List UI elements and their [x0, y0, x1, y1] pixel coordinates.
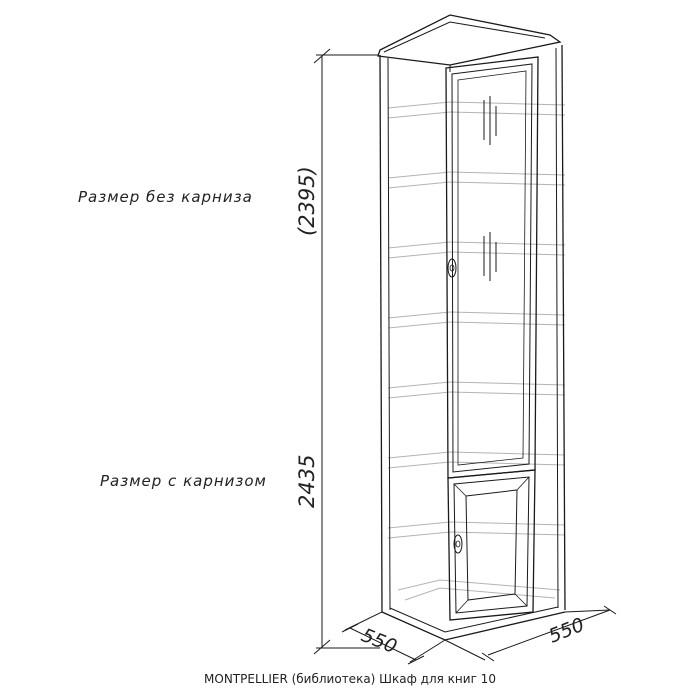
lower-door: [447, 469, 536, 621]
shelf: [387, 451, 566, 469]
door-handle-upper: [447, 258, 457, 278]
shelf: [387, 101, 566, 119]
depth-dimension-left: [341, 611, 446, 665]
depth-left-value: 550: [358, 624, 400, 658]
shelf: [387, 241, 566, 259]
caption: MONTPELLIER (библиотека) Шкаф для книг 1…: [204, 672, 496, 686]
depth-dimension-right: [444, 605, 617, 662]
depth-right-value: 550: [546, 614, 588, 648]
shelf: [387, 381, 566, 399]
cabinet-body: [377, 14, 566, 641]
height-dimension: [313, 48, 380, 655]
height-without-cornice-value: (2395): [295, 166, 319, 236]
label-with-cornice: Размер с карнизом: [100, 472, 267, 490]
shelf: [387, 171, 566, 189]
shelf: [387, 521, 566, 539]
glass-door: [445, 56, 539, 479]
door-handle-lower: [453, 534, 463, 554]
shelf: [387, 311, 566, 329]
height-with-cornice-value: 2435: [295, 455, 319, 508]
label-without-cornice: Размер без карниза: [78, 188, 253, 206]
shelves: [387, 101, 566, 601]
